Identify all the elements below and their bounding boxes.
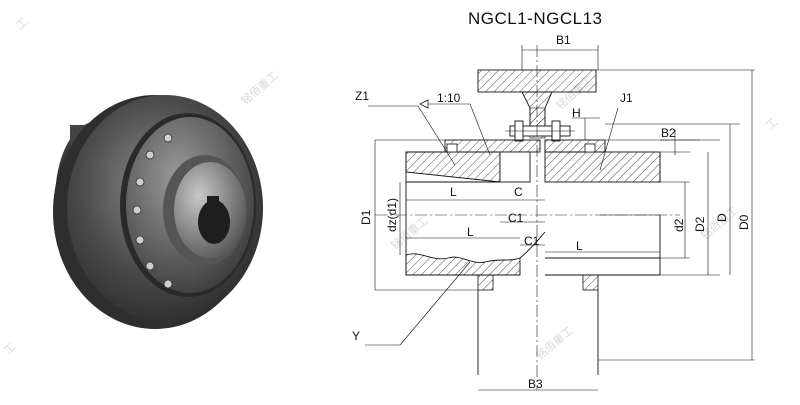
- label-d: D: [715, 213, 729, 222]
- bolt-ring: [132, 133, 173, 289]
- label-d0: D0: [737, 214, 751, 230]
- diagram-title: NGCL1-NGCL13: [468, 9, 603, 28]
- label-b3: B3: [528, 377, 543, 391]
- svg-text:铭佰重工: 铭佰重工: [238, 68, 281, 107]
- svg-text:工: 工: [2, 340, 19, 357]
- label-z1: Z1: [355, 89, 369, 103]
- svg-text:工: 工: [764, 115, 781, 132]
- svg-text:工: 工: [14, 15, 31, 32]
- svg-text:铭佰重工: 铭佰重工: [533, 323, 576, 362]
- label-l-right: L: [576, 239, 583, 253]
- label-c: C: [514, 185, 523, 199]
- label-dz: dz(d1): [385, 198, 399, 232]
- label-taper: 1:10: [437, 91, 461, 105]
- label-b2: B2: [661, 126, 676, 140]
- label-d1: D1: [359, 209, 373, 225]
- label-c1-mid: C1: [508, 211, 524, 225]
- label-d2: d2: [672, 218, 686, 232]
- label-l-top: L: [450, 185, 457, 199]
- label-y: Y: [352, 329, 360, 343]
- label-l-mid: L: [467, 225, 474, 239]
- label-b1: B1: [556, 33, 571, 47]
- label-h: H: [572, 106, 581, 120]
- label-d-big2: D2: [693, 216, 707, 232]
- coupling-photo: [53, 95, 263, 329]
- technical-drawing: NGCL1-NGCL13: [352, 9, 755, 391]
- label-c1-low: C1: [524, 234, 540, 248]
- label-j1: J1: [620, 91, 633, 105]
